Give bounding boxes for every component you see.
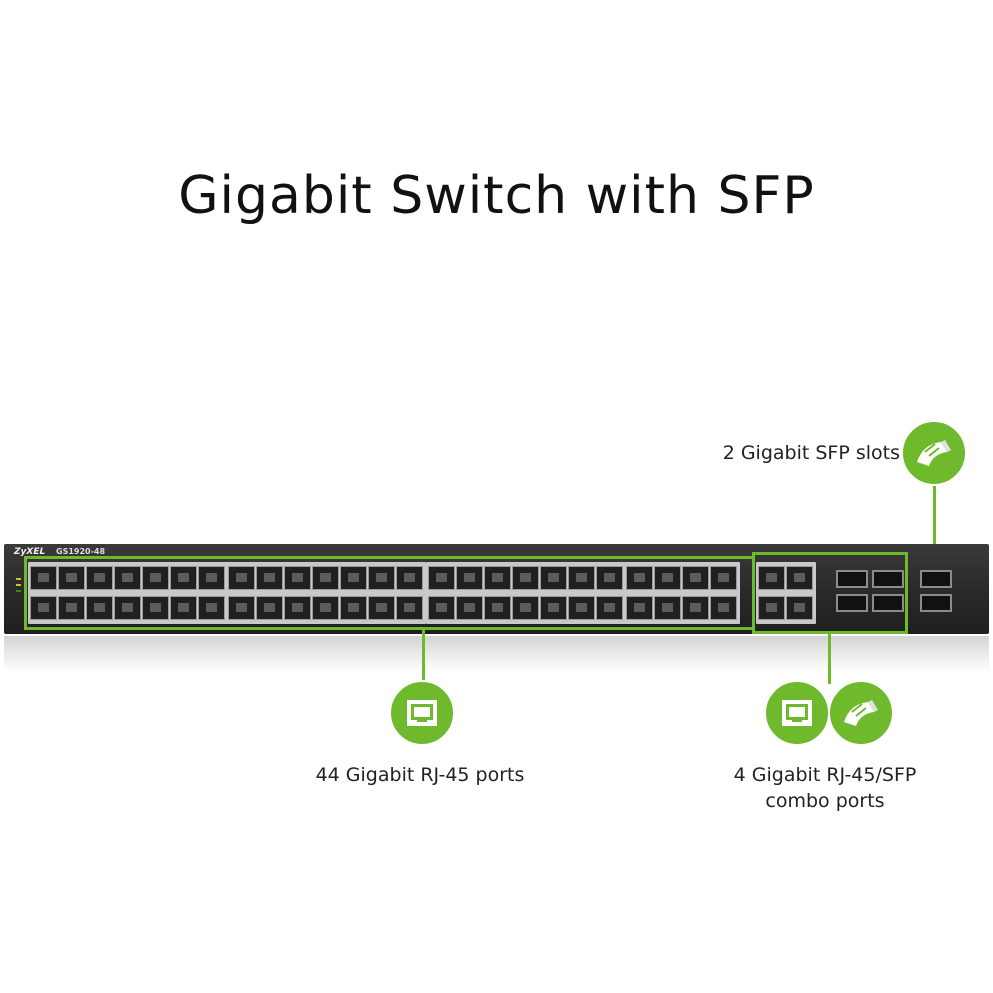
rj45-port [758, 566, 785, 590]
rj45-port [256, 566, 283, 590]
combo-connector-line [828, 634, 831, 684]
combo-ports-label-line2: combo ports [765, 790, 885, 812]
rj45-port-icon [389, 680, 455, 746]
rj45-port [428, 566, 455, 590]
status-led [16, 578, 21, 580]
switch-chassis: ZyXEL GS1920-48 [4, 544, 989, 634]
rj45-port [340, 566, 367, 590]
combo-ports-label-line1: 4 Gigabit RJ-45/SFP [733, 764, 917, 786]
combo-ports-highlight [752, 552, 908, 634]
rj45-connector-line [422, 630, 425, 682]
page-title: Gigabit Switch with SFP [178, 166, 815, 226]
rj45-port [198, 566, 225, 590]
sfp-cage [836, 594, 868, 612]
rj45-port [456, 566, 483, 590]
rj45-port [170, 596, 197, 620]
rj45-port [710, 566, 737, 590]
rj45-port-bank [624, 562, 740, 624]
sfp-slots-label: 2 Gigabit SFP slots [722, 442, 900, 464]
rj45-ports-highlight [24, 556, 755, 630]
rj45-port [758, 596, 785, 620]
combo-sfp-icon [828, 680, 894, 746]
rj45-port [682, 596, 709, 620]
sfp-cage [920, 594, 952, 612]
rj45-port [368, 596, 395, 620]
rj45-port [654, 566, 681, 590]
rj45-port [626, 566, 653, 590]
rj45-port [568, 596, 595, 620]
rj45-port [540, 566, 567, 590]
rj45-port [786, 596, 813, 620]
rj45-port [312, 566, 339, 590]
rj45-port [58, 596, 85, 620]
rj45-port [228, 596, 255, 620]
rj45-port [142, 596, 169, 620]
rj45-ports-label: 44 Gigabit RJ-45 ports [315, 764, 525, 786]
rj45-port [682, 566, 709, 590]
rj45-port [484, 566, 511, 590]
rj45-port [30, 566, 57, 590]
rj45-port [786, 566, 813, 590]
rj45-port [340, 596, 367, 620]
rj45-port [86, 566, 113, 590]
rj45-port [368, 566, 395, 590]
rj45-port-bank [226, 562, 426, 624]
status-led [16, 584, 21, 586]
rj45-port [596, 566, 623, 590]
rj45-port [284, 566, 311, 590]
sfp-module-icon [901, 420, 967, 486]
combo-rj45-icon [764, 680, 830, 746]
sfp-connector-line [933, 486, 936, 561]
rj45-port-bank [28, 562, 228, 624]
rj45-port-bank [426, 562, 626, 624]
model-name: GS1920-48 [56, 547, 106, 556]
sfp-cage [836, 570, 868, 588]
rj45-port [456, 596, 483, 620]
rj45-port [58, 566, 85, 590]
rj45-port [114, 596, 141, 620]
chassis-reflection [4, 636, 989, 672]
rj45-port [484, 596, 511, 620]
rj45-port-bank [756, 562, 816, 624]
rj45-port [228, 566, 255, 590]
rj45-port [86, 596, 113, 620]
brand-logo: ZyXEL [14, 547, 46, 557]
status-led [16, 590, 21, 592]
rj45-port [170, 566, 197, 590]
rj45-port [540, 596, 567, 620]
rj45-port [396, 566, 423, 590]
rj45-port [198, 596, 225, 620]
rj45-port [596, 596, 623, 620]
rj45-port [312, 596, 339, 620]
rj45-port [654, 596, 681, 620]
rj45-port [114, 566, 141, 590]
rj45-port [626, 596, 653, 620]
rj45-port [710, 596, 737, 620]
rj45-port [428, 596, 455, 620]
rj45-port [396, 596, 423, 620]
rj45-port [284, 596, 311, 620]
sfp-cage [920, 570, 952, 588]
sfp-cage [872, 570, 904, 588]
rj45-port [512, 566, 539, 590]
rj45-port [256, 596, 283, 620]
sfp-cage [872, 594, 904, 612]
rj45-port [30, 596, 57, 620]
rj45-port [568, 566, 595, 590]
rj45-port [512, 596, 539, 620]
rj45-port [142, 566, 169, 590]
